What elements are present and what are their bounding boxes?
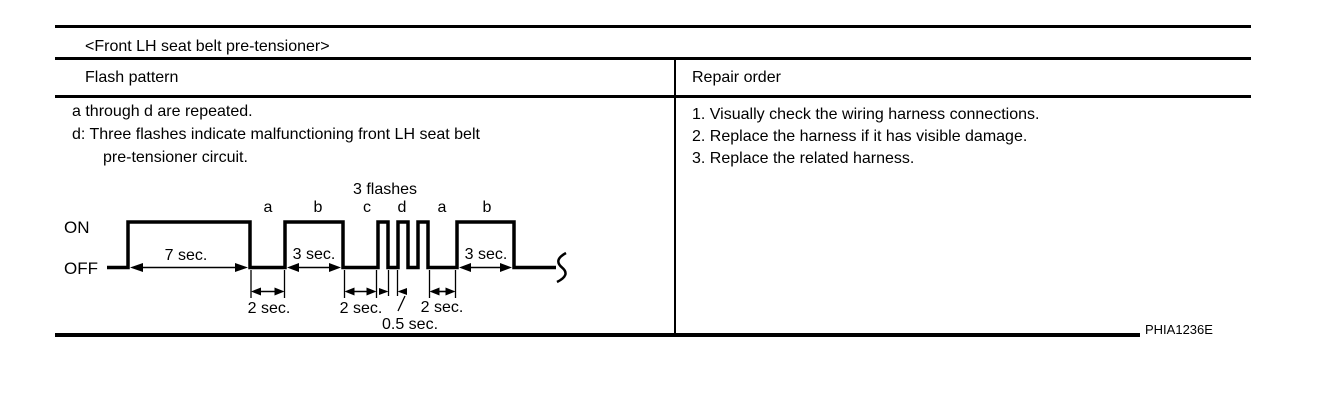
table-column-divider — [674, 57, 676, 337]
off-level-label: OFF — [64, 259, 98, 278]
table-border-top — [55, 25, 1251, 28]
segment-label-b2: b — [483, 199, 492, 216]
dimension-extension-lines — [250, 270, 457, 312]
segment-label-d: d — [398, 199, 407, 216]
column-header-repair-order: Repair order — [692, 69, 781, 86]
line-break-symbol — [556, 251, 567, 284]
repair-step-2: 2. Replace the harness if it has visible… — [692, 128, 1028, 145]
pulse-duration-7sec: 7 sec. — [165, 247, 208, 264]
repair-step-3: 3. Replace the related harness. — [692, 150, 915, 167]
table-rule-under-headers — [55, 95, 1251, 98]
flash-note-line-1: a through d are repeated. — [72, 103, 253, 120]
gap-duration-2sec-3: 2 sec. — [421, 299, 464, 316]
segment-label-c: c — [363, 199, 371, 216]
flash-duration-label: 0.5 sec. — [382, 316, 438, 333]
on-level-label: ON — [64, 218, 90, 237]
figure-code: PHIA1236E — [1145, 322, 1213, 337]
pulse-duration-3sec-1: 3 sec. — [293, 246, 336, 263]
table-rule-under-title — [55, 57, 1251, 60]
table-border-bottom — [55, 333, 1140, 337]
column-header-flash-pattern: Flash pattern — [85, 69, 179, 86]
segment-label-a1: a — [264, 199, 273, 216]
flash-waveform — [107, 220, 556, 270]
gap-duration-2sec-1: 2 sec. — [248, 300, 291, 317]
repair-step-1: 1. Visually check the wiring harness con… — [692, 106, 1040, 123]
segment-label-b1: b — [314, 199, 323, 216]
gap-duration-2sec-2: 2 sec. — [340, 300, 383, 317]
three-flashes-label: 3 flashes — [353, 181, 417, 198]
pulse-dimension-arrowheads — [130, 263, 512, 272]
flash-note-line-3: pre-tensioner circuit. — [103, 149, 248, 166]
flash-pattern-diagram: ON OFF 3 flashes a b c d a b 7 sec. 3 se… — [64, 181, 567, 333]
flash-note-line-2: d: Three flashes indicate malfunctioning… — [72, 126, 480, 143]
section-title: <Front LH seat belt pre-tensioner> — [85, 38, 330, 55]
pulse-duration-3sec-2: 3 sec. — [465, 246, 508, 263]
segment-label-a2: a — [438, 199, 447, 216]
gap-dimension-arrowheads — [251, 287, 456, 296]
